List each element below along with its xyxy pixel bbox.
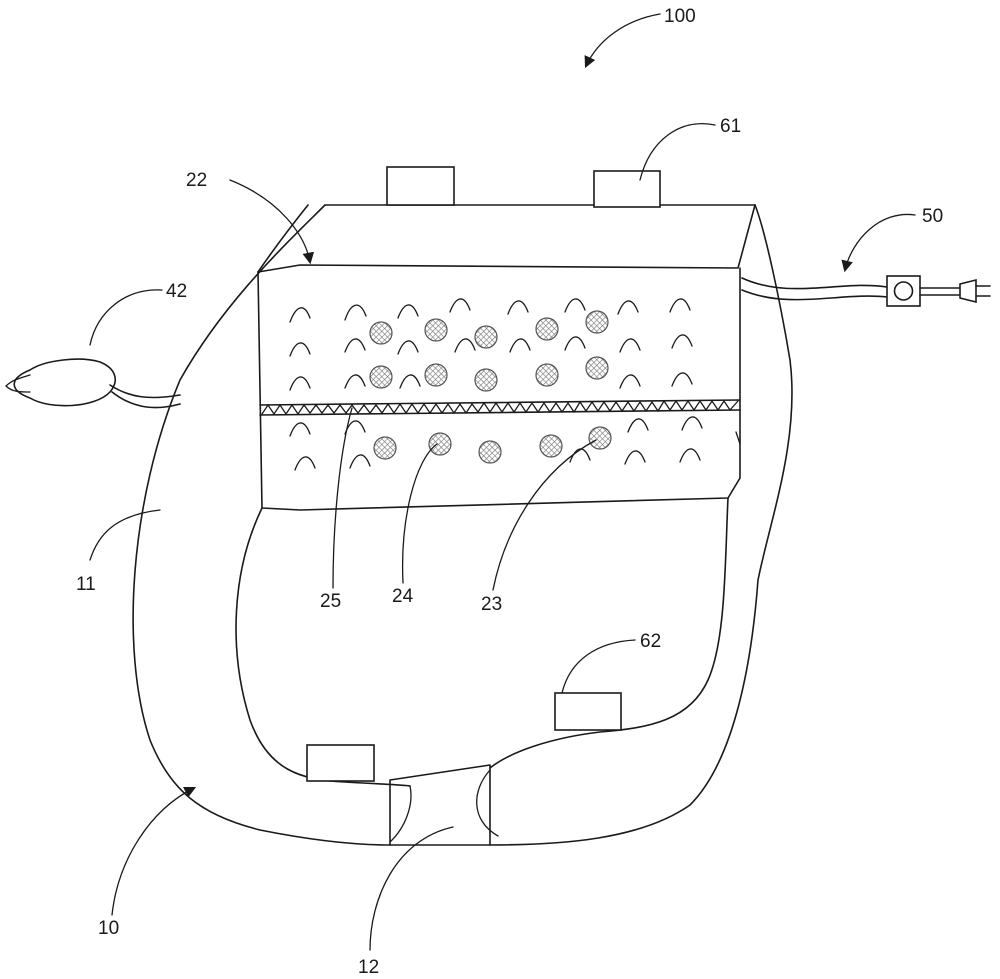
label-11: 11 bbox=[76, 574, 96, 595]
bag-outer bbox=[132, 204, 793, 846]
label-61: 61 bbox=[720, 116, 741, 137]
bag-inner bbox=[235, 497, 729, 787]
bead-fill bbox=[369, 310, 612, 464]
label-24: 24 bbox=[392, 586, 414, 607]
fiber-fill bbox=[289, 298, 741, 471]
inflation-bulb-icon bbox=[5, 358, 181, 409]
power-plug-icon bbox=[959, 278, 977, 304]
power-cord bbox=[741, 275, 991, 307]
label-23: 23 bbox=[481, 594, 502, 615]
label-10: 10 bbox=[98, 918, 119, 939]
chamber-panel bbox=[257, 204, 756, 511]
label-22: 22 bbox=[186, 170, 207, 191]
label-100: 100 bbox=[664, 6, 696, 27]
top-clip-left bbox=[386, 166, 455, 206]
label-50: 50 bbox=[922, 206, 943, 227]
label-12: 12 bbox=[358, 957, 379, 978]
label-25: 25 bbox=[320, 591, 341, 612]
label-42: 42 bbox=[166, 281, 187, 302]
top-clip-right bbox=[593, 170, 661, 208]
outlet bbox=[389, 764, 499, 846]
lower-clip-left bbox=[306, 744, 375, 782]
mesh-divider bbox=[259, 399, 741, 416]
label-62: 62 bbox=[640, 631, 661, 652]
lower-clip-right bbox=[554, 692, 622, 731]
reference-labels: 100 61 22 50 42 11 25 24 23 62 10 12 bbox=[76, 6, 943, 978]
leader-lines bbox=[89, 13, 916, 951]
